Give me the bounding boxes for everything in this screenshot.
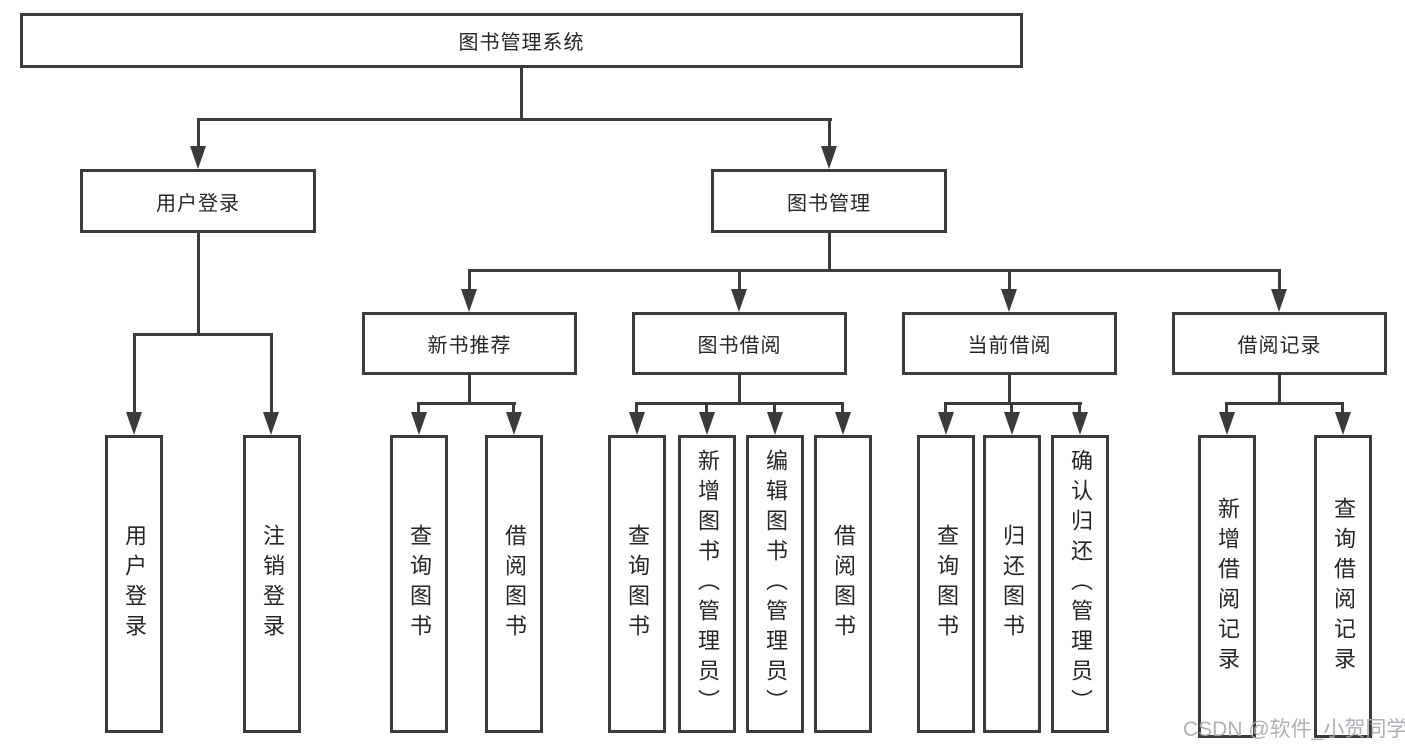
connector-currentborrow-down xyxy=(1008,373,1011,404)
arrowhead-down-icon xyxy=(126,412,142,435)
arrowhead-down-icon xyxy=(767,412,783,435)
leaf-query-borrow-record: 查询借阅记录 xyxy=(1314,435,1372,738)
leaf-confirm-return-admin: 确认归还（管理员） xyxy=(1051,435,1109,733)
node-book-management-label: 图书管理 xyxy=(787,192,871,215)
leaf-borrow-books-borrowing: 借阅图书 xyxy=(814,435,872,733)
connector-userlogin-down xyxy=(197,231,200,335)
arrowhead-down-icon xyxy=(1219,412,1235,435)
arrowhead-down-icon xyxy=(629,412,645,435)
arrowhead-down-icon xyxy=(1004,412,1020,435)
connector-leaf-stem xyxy=(1078,402,1081,414)
node-borrow-records: 借阅记录 xyxy=(1172,312,1387,375)
connector-leaf-stem xyxy=(705,402,708,414)
leaf-add-borrow-record-label: 新增借阅记录 xyxy=(1215,496,1240,677)
node-user-login: 用户登录 xyxy=(80,169,316,233)
leaf-query-books-newbooks-label: 查询图书 xyxy=(407,524,432,644)
arrowhead-down-icon xyxy=(263,412,279,435)
connector-currentborrow-stem xyxy=(1008,269,1011,291)
connector-newbooks-bar xyxy=(417,402,516,405)
connector-userlogin-stem xyxy=(197,118,200,148)
connector-borrowrecords-stem xyxy=(1278,269,1281,291)
connector-userlogin-bar xyxy=(133,333,273,336)
connector-bookborrow-down xyxy=(738,373,741,404)
connector-bookmgmt-stem xyxy=(828,118,831,148)
node-book-management: 图书管理 xyxy=(711,169,947,233)
leaf-return-book-label: 归还图书 xyxy=(1000,524,1025,644)
node-current-borrowing-label: 当前借阅 xyxy=(967,335,1052,357)
leaf-query-books-newbooks: 查询图书 xyxy=(390,435,448,733)
arrowhead-down-icon xyxy=(821,146,837,169)
leaf-edit-book-admin-label: 编辑图书（管理员） xyxy=(763,449,788,719)
connector-leaf-stem xyxy=(512,402,515,414)
arrowhead-down-icon xyxy=(1271,289,1287,312)
leaf-borrow-books-newbooks: 借阅图书 xyxy=(485,435,543,733)
node-book-borrowing: 图书借阅 xyxy=(632,312,847,375)
arrowhead-down-icon xyxy=(1335,412,1351,435)
connector-leaf-stem xyxy=(1341,402,1344,414)
connector-leaf-stem xyxy=(773,402,776,414)
leaf-add-borrow-record: 新增借阅记录 xyxy=(1198,435,1256,738)
connector-bookborrow-bar xyxy=(635,402,844,405)
arrowhead-down-icon xyxy=(190,146,206,169)
leaf-query-books-borrowing: 查询图书 xyxy=(608,435,666,733)
leaf-logout: 注销登录 xyxy=(243,435,301,733)
connector-newbooks-down xyxy=(468,373,471,404)
leaf-add-book-admin: 新增图书（管理员） xyxy=(678,435,736,733)
node-user-login-label: 用户登录 xyxy=(156,192,240,215)
connector-bookborrow-stem xyxy=(738,269,741,291)
connector-leaf-stem xyxy=(1010,402,1013,414)
connector-leaf-stem xyxy=(635,402,638,414)
connector-leaf-stem xyxy=(1225,402,1228,414)
node-book-borrowing-label: 图书借阅 xyxy=(697,335,782,357)
connector-level1-bar xyxy=(197,118,832,121)
arrowhead-down-icon xyxy=(938,412,954,435)
connector-newbooks-stem xyxy=(468,269,471,291)
connector-leaf-stem xyxy=(841,402,844,414)
arrowhead-down-icon xyxy=(731,289,747,312)
node-new-book-recommend: 新书推荐 xyxy=(362,312,577,375)
connector-bookmgmt-down xyxy=(828,231,831,271)
leaf-query-books-current: 查询图书 xyxy=(917,435,975,733)
leaf-query-books-current-label: 查询图书 xyxy=(934,524,959,644)
arrowhead-down-icon xyxy=(699,412,715,435)
watermark: CSDN @软件_小贺同学 xyxy=(1183,718,1405,741)
connector-currentborrow-bar xyxy=(944,402,1082,405)
arrowhead-down-icon xyxy=(506,412,522,435)
node-new-book-recommend-label: 新书推荐 xyxy=(427,335,512,357)
leaf-edit-book-admin: 编辑图书（管理员） xyxy=(746,435,804,733)
leaf-logout-label: 注销登录 xyxy=(260,524,285,644)
leaf-borrow-books-borrowing-label: 借阅图书 xyxy=(831,524,856,644)
leaf-query-borrow-record-label: 查询借阅记录 xyxy=(1331,496,1356,677)
connector-root-stem xyxy=(520,66,523,120)
connector-leaf-stem xyxy=(133,333,136,413)
leaf-user-login: 用户登录 xyxy=(105,435,163,733)
leaf-user-login-label: 用户登录 xyxy=(122,524,147,644)
arrowhead-down-icon xyxy=(1072,412,1088,435)
connector-leaf-stem xyxy=(944,402,947,414)
leaf-borrow-books-newbooks-label: 借阅图书 xyxy=(502,524,527,644)
connector-borrowrecords-down xyxy=(1278,373,1281,404)
leaf-query-books-borrowing-label: 查询图书 xyxy=(625,524,650,644)
node-current-borrowing: 当前借阅 xyxy=(902,312,1117,375)
node-borrow-records-label: 借阅记录 xyxy=(1237,335,1322,357)
arrowhead-down-icon xyxy=(411,412,427,435)
node-root-label: 图书管理系统 xyxy=(458,32,585,54)
connector-borrowrecords-bar xyxy=(1225,402,1344,405)
connector-level3-bar xyxy=(468,269,1281,272)
leaf-return-book: 归还图书 xyxy=(983,435,1041,733)
connector-leaf-stem xyxy=(417,402,420,414)
leaf-confirm-return-admin-label: 确认归还（管理员） xyxy=(1068,449,1093,719)
connector-leaf-stem xyxy=(270,333,273,413)
node-root: 图书管理系统 xyxy=(20,13,1023,68)
arrowhead-down-icon xyxy=(461,289,477,312)
arrowhead-down-icon xyxy=(835,412,851,435)
arrowhead-down-icon xyxy=(1001,289,1017,312)
leaf-add-book-admin-label: 新增图书（管理员） xyxy=(695,449,720,719)
